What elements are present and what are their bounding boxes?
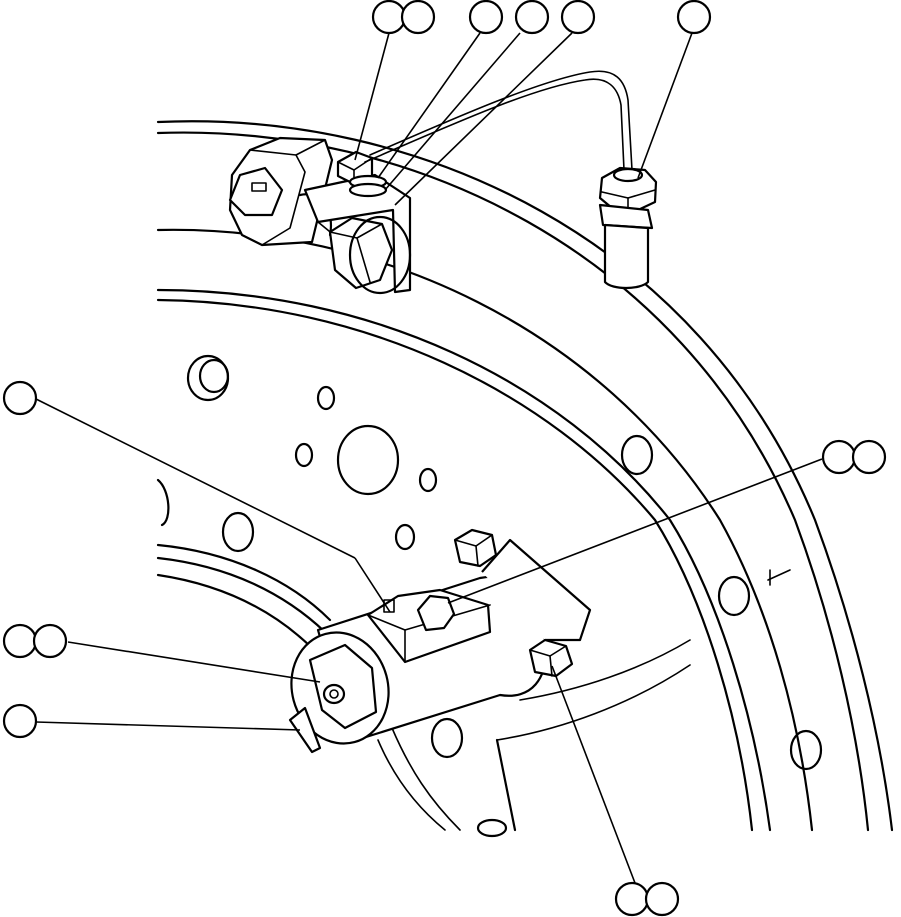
leader-line [384,32,521,191]
leader-line [354,32,390,161]
callout-group-g6 [2,380,38,416]
callout-group-g1 [371,0,436,35]
callout-circle [400,0,436,35]
leader-line [447,458,823,604]
leader-line [637,32,693,179]
leader-line [551,665,636,884]
callout-circle [2,380,38,416]
leader-line [67,641,321,683]
callout-group-g2 [468,0,504,35]
connector-assembly [228,136,412,295]
leader-lines [35,32,823,884]
callout-group-g5 [676,0,712,35]
leader-line [354,557,391,613]
callout-group-g10 [614,881,680,917]
callout-group-g3 [514,0,550,35]
callout-circle [468,0,504,35]
callout-circle [676,0,712,35]
speed-sensor [364,70,658,290]
callout-circle [32,623,68,659]
bolt-hole [430,717,464,759]
callout-group-g7 [821,439,887,475]
lower-sensor-assembly [288,528,592,754]
bolt-hole [221,511,255,553]
bolt-hole [394,523,416,551]
callout-circle [371,0,407,35]
callout-circle [2,623,38,659]
bolt-hole [294,442,314,468]
callout-circle [851,439,887,475]
bolt-hole [789,729,823,771]
callout-circle [2,703,38,739]
callout-circle [644,881,680,917]
callout-group-g8 [2,623,68,659]
leader-line [35,721,301,731]
callout-circle [614,881,650,917]
bolt-hole [198,358,230,394]
leader-line [394,32,573,206]
bolt-hole [316,385,336,411]
bolt-hole [418,467,438,493]
bolt-hole [476,818,508,838]
bolt-holes [186,354,823,838]
callout-circle [514,0,550,35]
leader-line [35,398,356,559]
callout-group-g4 [560,0,596,35]
callout-circle [560,0,596,35]
callout-circle [821,439,857,475]
bolt-hole [336,424,400,496]
bolt-hole [620,434,654,476]
leader-line [377,32,481,179]
bolt-hole [717,575,751,617]
callout-group-g9 [2,703,38,739]
